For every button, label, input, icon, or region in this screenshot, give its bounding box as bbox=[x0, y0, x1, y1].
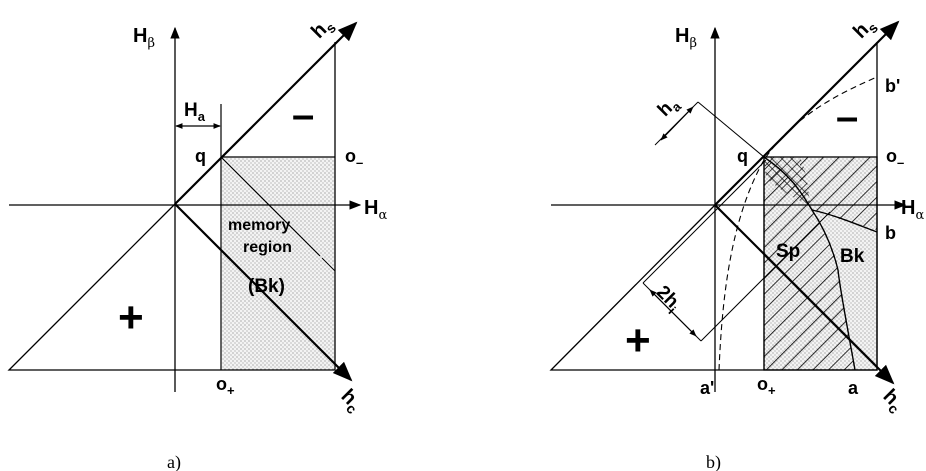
bk-boundary-b bbox=[811, 209, 878, 233]
dim-ha-label-a: Ha bbox=[184, 100, 206, 124]
sign-minus-b: – bbox=[836, 95, 858, 139]
point-q-label-a: q bbox=[195, 146, 206, 166]
axis-hs-a bbox=[174, 21, 358, 205]
dashed-curve-b bbox=[718, 76, 878, 371]
axis-h-alpha-label-a: Hα bbox=[364, 197, 387, 223]
region-sp-label-b: Sp bbox=[776, 241, 800, 262]
sp-boundary-b bbox=[763, 156, 856, 371]
sign-plus-b: + bbox=[625, 316, 651, 365]
diag-q-a bbox=[220, 156, 321, 257]
region-bk-label-b: Bk bbox=[840, 246, 865, 267]
axis-hs-label-b: hs bbox=[849, 13, 881, 45]
point-b-prime-label-b: b' bbox=[885, 76, 900, 96]
point-a-prime-label-b: a' bbox=[700, 378, 714, 398]
region-label-line1-a: memory bbox=[228, 217, 290, 234]
diag-tick-a bbox=[321, 257, 336, 272]
dim-ha-label-b: ha bbox=[654, 92, 685, 123]
axis-h-beta-label-b: Hβ bbox=[675, 25, 697, 51]
region-label-line2-a: region bbox=[243, 239, 292, 256]
point-o-minus-label-a: o– bbox=[345, 146, 363, 170]
axis-hc-b bbox=[714, 204, 895, 385]
point-q-label-b: q bbox=[737, 146, 748, 166]
point-b-label-b: b bbox=[885, 223, 896, 243]
point-o-plus-label-b: o+ bbox=[757, 374, 776, 398]
ha-ext-line2-b bbox=[697, 101, 765, 158]
point-o-plus-label-a: o+ bbox=[216, 374, 235, 398]
sp-region-b bbox=[764, 157, 855, 370]
hi-ext-line2-b bbox=[700, 211, 831, 342]
axis-hs-b bbox=[714, 20, 900, 206]
axis-h-beta-label-a: Hβ bbox=[133, 25, 155, 51]
diagram-b: Hβ Hα hs hc ha 2hi q o– o+ a a' b b' – +… bbox=[549, 13, 924, 471]
ha-arrow-b bbox=[660, 106, 694, 141]
memory-region-a bbox=[220, 156, 336, 371]
region-label-line3-a: (Bk) bbox=[248, 276, 285, 297]
diagram-a: Hβ Hα hs hc Ha q o– o+ – + memory region… bbox=[7, 13, 387, 471]
triangle-outline-b bbox=[549, 42, 878, 371]
caption-a: a) bbox=[167, 452, 181, 471]
axis-hc-a bbox=[174, 203, 353, 382]
hi-arrow-b bbox=[649, 289, 697, 337]
axis-h-alpha-label-b: Hα bbox=[901, 197, 924, 223]
caption-b: b) bbox=[706, 452, 721, 471]
hi-ext-line3-b bbox=[642, 159, 767, 284]
triangle-outline-a bbox=[7, 42, 336, 371]
dim-2hi-label-b: 2hi bbox=[650, 282, 685, 317]
sign-plus-a: + bbox=[118, 293, 144, 342]
point-o-minus-label-b: o– bbox=[886, 146, 904, 170]
crosshatch-region-b bbox=[764, 157, 810, 205]
axis-hc-label-a: hc bbox=[334, 385, 366, 417]
axis-hc-label-b: hc bbox=[876, 385, 908, 417]
point-a-label-b: a bbox=[848, 378, 859, 398]
axis-hs-label-a: hs bbox=[307, 13, 339, 45]
sign-minus-a: – bbox=[292, 93, 314, 137]
